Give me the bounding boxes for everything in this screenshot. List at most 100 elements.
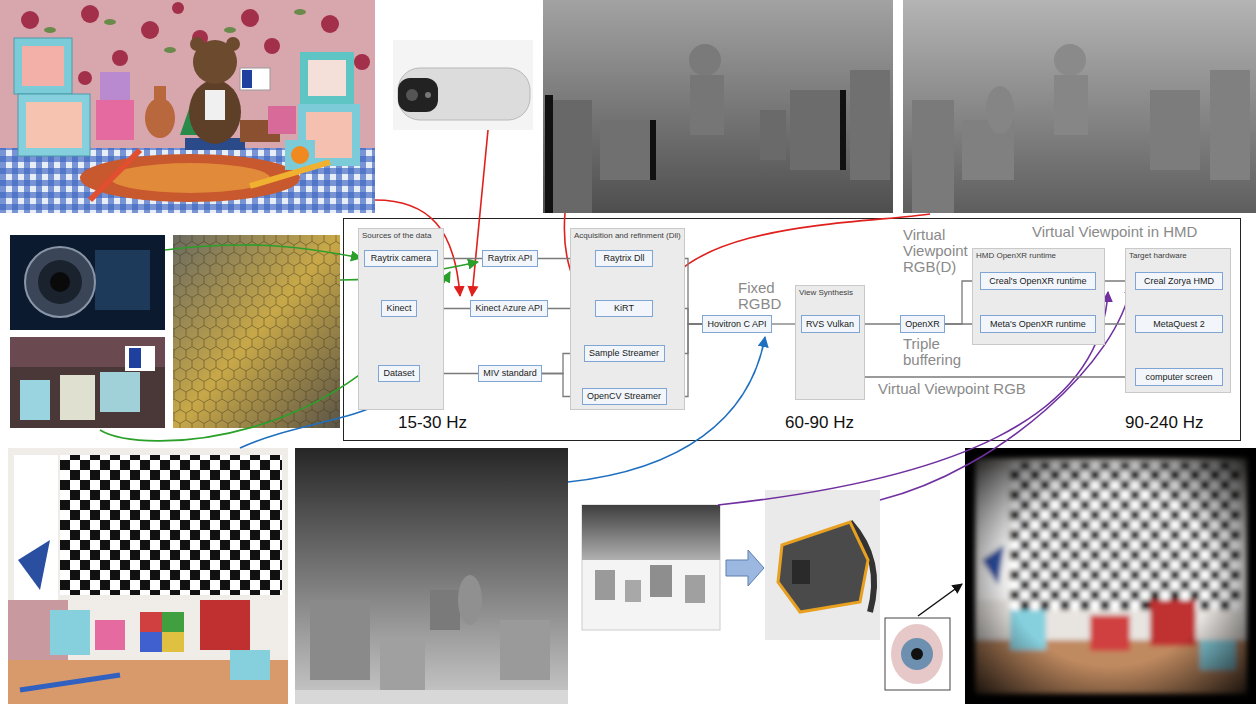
annotation-label: Triple buffering (903, 336, 979, 368)
illustration-part (690, 75, 724, 135)
illustration-part (25, 247, 95, 317)
illustration-part (718, 292, 1108, 505)
eye (885, 618, 950, 690)
box-label: OpenXR (905, 319, 940, 329)
illustration-part (81, 5, 99, 23)
illustration-part (1054, 75, 1088, 135)
illustration-part (95, 250, 150, 310)
illustration-part (903, 0, 1256, 213)
illustration-part (912, 100, 954, 213)
rate-label: 15-30 Hz (398, 413, 467, 433)
process-box: RVS Vulkan (801, 315, 860, 333)
dataset-depth (295, 448, 568, 704)
illustration-part (543, 0, 893, 213)
illustration-part (44, 27, 56, 33)
illustration-part (95, 620, 125, 650)
illustration-part (291, 146, 309, 164)
illustration-part (112, 50, 128, 66)
group-title: Sources of the data (362, 231, 431, 240)
box-label: Creal Zorya HMD (1144, 276, 1214, 286)
illustration-part (689, 44, 721, 76)
illustration-part (20, 675, 120, 690)
box-label: OpenCV Streamer (587, 391, 661, 401)
illustration-part (14, 38, 72, 94)
box-label: Kinect (386, 303, 411, 313)
illustration-part (0, 0, 375, 213)
illustration-part (965, 448, 1256, 704)
annotation-label: Virtual Viewpoint RGB(D) (903, 227, 983, 275)
depth-map (543, 0, 893, 213)
illustration-part (765, 490, 880, 640)
process-box: Sample Streamer (584, 345, 665, 362)
illustration-part (582, 505, 720, 630)
group-band: Sources of the dataRaytrix cameraKinectD… (358, 228, 444, 410)
illustration-part (885, 618, 950, 690)
process-box: OpenCV Streamer (582, 388, 667, 405)
illustration-part (60, 455, 282, 595)
illustration-part (891, 624, 943, 684)
box-label: MIV standard (483, 368, 537, 378)
illustration-part (472, 130, 488, 296)
illustration-part (250, 162, 330, 186)
illustration-part (760, 110, 786, 160)
illustration-part (310, 600, 370, 680)
illustration-part (10, 337, 165, 428)
group-band: HMD OpenXR runtimeCreal's OpenXR runtime… (972, 248, 1105, 345)
illustration-part (18, 94, 90, 156)
illustration-part (321, 15, 339, 33)
illustration-part (354, 54, 370, 70)
illustration-part (100, 72, 130, 100)
process-box: Raytrix API (482, 250, 538, 267)
flow-arrow (726, 550, 764, 586)
microlens-image (173, 235, 340, 428)
illustration-part (8, 448, 288, 704)
illustration-part (300, 52, 354, 104)
illustration-part (308, 60, 346, 96)
illustration-part (189, 80, 241, 144)
illustration-part (625, 580, 641, 602)
illustration-part (840, 90, 846, 170)
illustration-part (393, 40, 533, 130)
illustration-part (162, 612, 184, 632)
process-box: computer screen (1135, 368, 1223, 386)
illustration-part (50, 272, 70, 292)
box-label: MetaQuest 2 (1153, 319, 1205, 329)
scene-photo (0, 0, 375, 213)
box-label: Raytrix API (488, 253, 533, 263)
process-box: Raytrix camera (364, 250, 438, 267)
illustration-part (294, 9, 306, 15)
illustration-part (20, 380, 50, 420)
diagram-frame (344, 219, 1241, 441)
group-band: View SynthesisRVS Vulkan (795, 285, 865, 400)
annotation-label: Fixed RGBD (738, 280, 790, 312)
connector-line (860, 323, 901, 324)
illustration-part (110, 163, 270, 193)
illustration-part (500, 620, 550, 680)
leader-arrow (918, 584, 962, 616)
process-box: Creal's OpenXR runtime (980, 272, 1096, 290)
illustration-part (1054, 44, 1086, 76)
edge-label: Virtual Viewpoint RGB (876, 380, 1028, 398)
illustration-part (600, 120, 650, 180)
illustration-part (14, 455, 58, 600)
illustration-part (140, 632, 162, 652)
illustration-part (1210, 70, 1250, 180)
illustration-part (230, 650, 270, 680)
box-label: Raytrix camera (371, 253, 432, 263)
illustration-part (162, 632, 184, 652)
illustration-part (154, 86, 166, 104)
illustration-part (986, 86, 1014, 134)
box-label: computer screen (1145, 372, 1212, 382)
rate-label: 90-240 Hz (1125, 413, 1203, 433)
dataset-photo (8, 448, 288, 704)
group-title: Acquisition and refinment (Dll) (574, 231, 681, 240)
process-box: KiRT (595, 300, 653, 317)
process-box: Meta's OpenXR runtime (980, 315, 1096, 333)
illustration-part (38, 260, 82, 304)
plenoptic-camera (10, 235, 165, 330)
illustration-part (398, 78, 438, 112)
box-label: Meta's OpenXR runtime (990, 319, 1086, 329)
illustration-part (595, 570, 615, 600)
kinect-device (393, 40, 533, 130)
illustration-part (425, 92, 431, 98)
